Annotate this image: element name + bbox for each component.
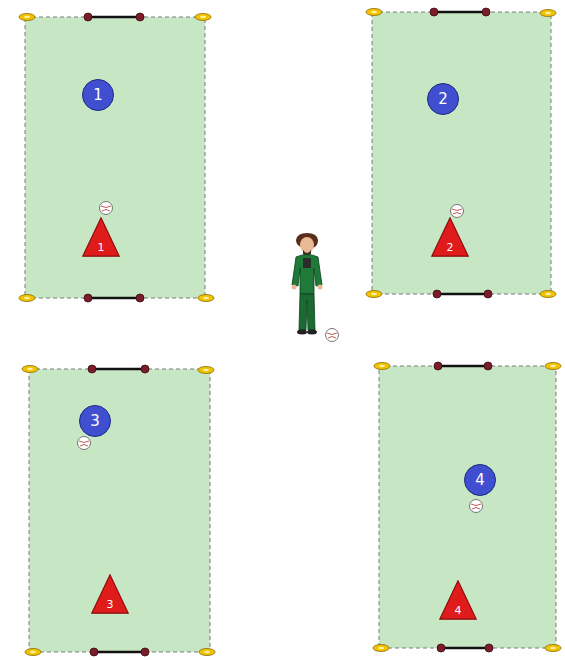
player-number: 3 <box>90 414 100 429</box>
goal-post <box>84 8 493 656</box>
player-number: 2 <box>447 242 454 257</box>
player-triangle: 2 <box>431 217 469 257</box>
player-triangle: 1 <box>82 217 120 257</box>
ball <box>78 202 483 513</box>
mini-goal <box>88 12 489 652</box>
player-triangle: 4 <box>439 580 477 620</box>
player-number: 3 <box>107 599 114 614</box>
player-number: 4 <box>455 605 462 620</box>
player-circle: 1 <box>82 79 114 111</box>
player-number: 2 <box>438 92 448 107</box>
player-number: 1 <box>93 88 103 103</box>
player-triangle: 3 <box>91 574 129 614</box>
coach-figure <box>292 233 323 335</box>
player-number: 1 <box>98 242 105 257</box>
cone-marker <box>19 9 561 656</box>
player-circle: 2 <box>427 83 459 115</box>
player-number: 4 <box>475 473 485 488</box>
player-circle: 4 <box>464 464 496 496</box>
player-circle: 3 <box>79 405 111 437</box>
field <box>25 12 556 652</box>
